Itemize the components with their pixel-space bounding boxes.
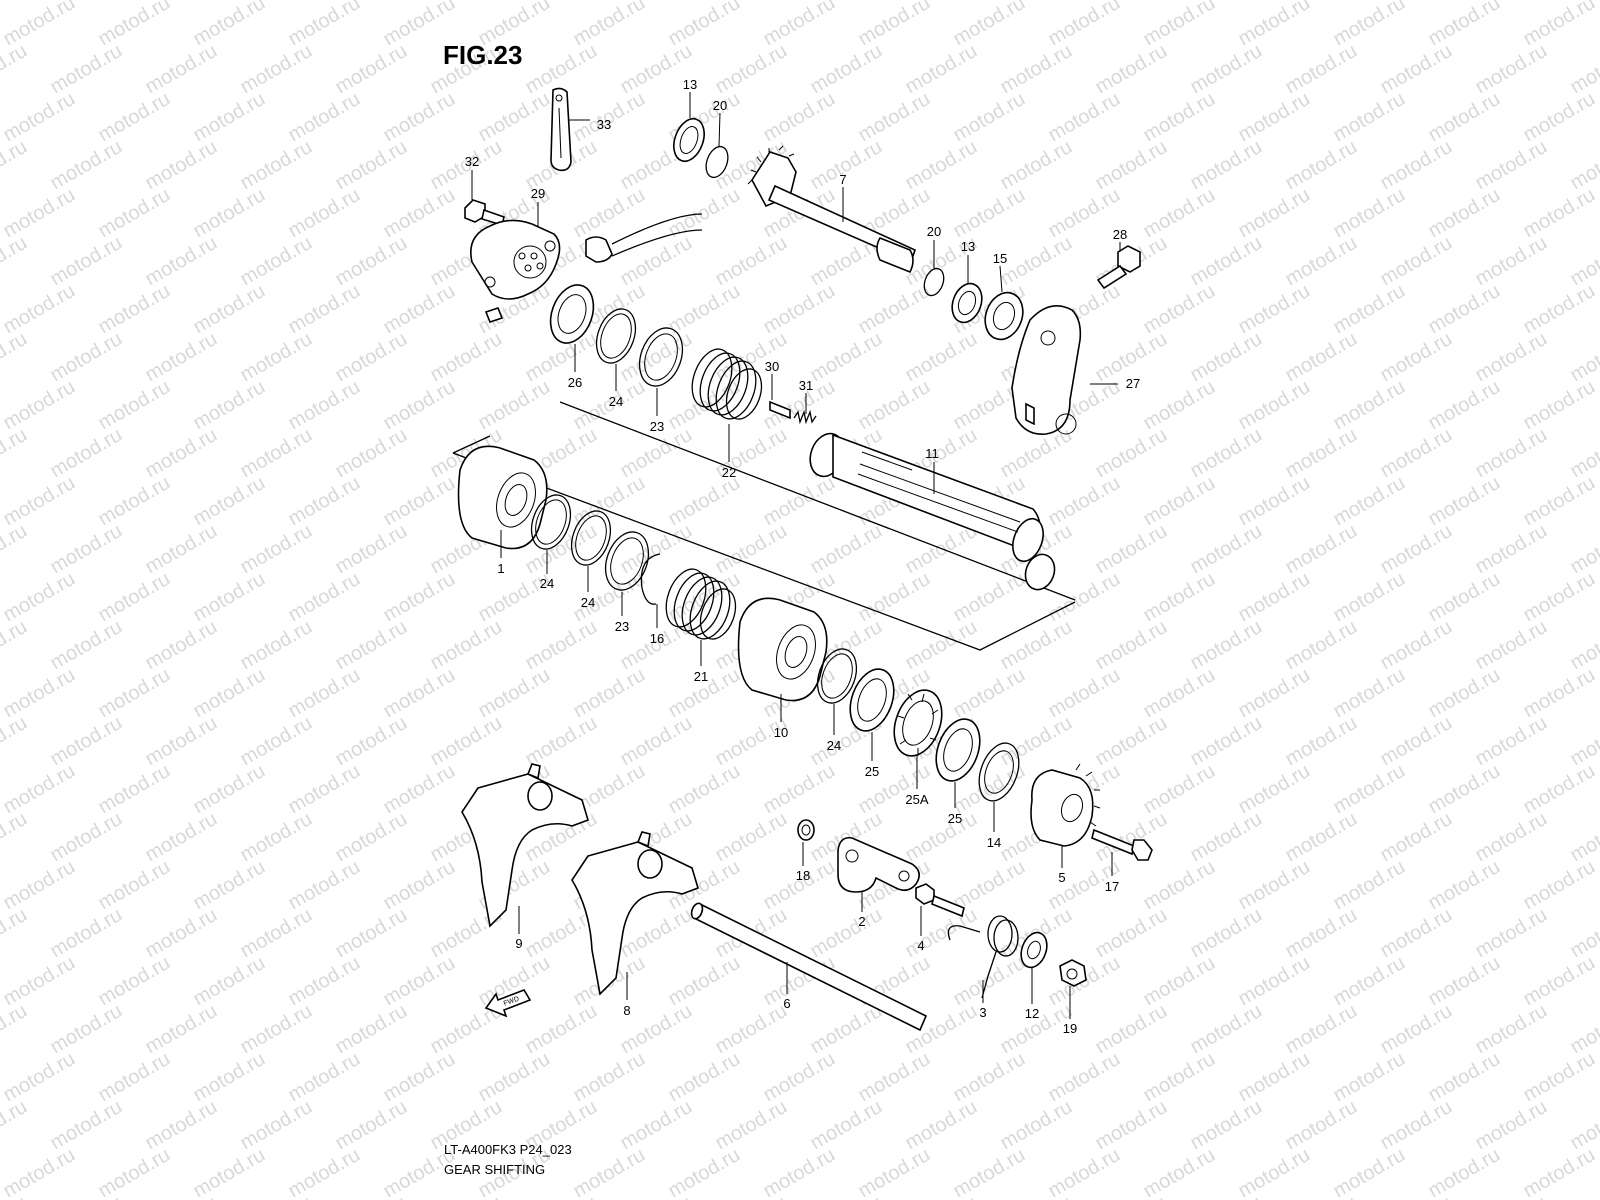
callout-c19: 19	[1063, 1021, 1077, 1036]
part-24-circlip-c	[570, 510, 612, 592]
callout-c24b: 24	[540, 576, 554, 591]
callout-c13b: 13	[961, 239, 975, 254]
callout-c17: 17	[1105, 879, 1119, 894]
callout-c25A: 25A	[905, 792, 928, 807]
part-27-shift-cam-driven-arm	[1011, 304, 1118, 435]
part-4-bolt	[915, 883, 965, 936]
part-23-washer-b	[604, 531, 650, 616]
part-2-cam-stopper-lever	[837, 836, 920, 912]
callout-c25a: 25	[865, 764, 879, 779]
part-7-gearshift-shaft	[747, 145, 916, 274]
part-25-washer-a	[849, 668, 895, 761]
part-13-washer-top	[673, 92, 705, 163]
callout-c24d: 24	[827, 738, 841, 753]
callout-c11: 11	[925, 446, 939, 461]
callout-c6: 6	[783, 996, 790, 1011]
part-31-spring-small	[793, 393, 817, 425]
part-10-cam-stopper	[737, 597, 828, 722]
section-name: GEAR SHIFTING	[444, 1162, 546, 1177]
callout-c2: 2	[858, 914, 865, 929]
figure-title: FIG.23	[443, 40, 523, 70]
callout-c31: 31	[799, 378, 813, 393]
part-29-gear-position-sensor	[470, 202, 703, 323]
part-9-gearshift-fork	[461, 763, 589, 934]
callout-c29: 29	[531, 186, 545, 201]
callout-c32: 32	[465, 154, 479, 169]
callout-c5: 5	[1058, 870, 1065, 885]
callout-c1: 1	[497, 561, 504, 576]
part-13-washer-right	[951, 255, 983, 324]
callout-c27: 27	[1126, 376, 1140, 391]
callout-c14: 14	[987, 835, 1001, 850]
part-24-circlip-b	[530, 494, 572, 574]
part-22-spring	[691, 348, 763, 462]
part-6-fork-shaft	[690, 902, 928, 1032]
callout-c26: 26	[568, 375, 582, 390]
part-25-washer-b	[935, 718, 981, 808]
part-20-circlip-right	[923, 240, 945, 297]
callout-c21: 21	[694, 669, 708, 684]
callout-c24a: 24	[609, 394, 623, 409]
model-code: LT-A400FK3 P24_023	[444, 1142, 572, 1157]
callout-c23a: 23	[650, 419, 664, 434]
part-33-bracket	[550, 87, 590, 172]
callout-c20b: 20	[927, 224, 941, 239]
part-30-pin	[769, 374, 791, 420]
callout-c30: 30	[765, 359, 779, 374]
callout-c15: 15	[993, 251, 1007, 266]
part-19-nut	[1059, 959, 1087, 1019]
part-20-circlip-top	[705, 112, 729, 179]
callout-c13a: 13	[683, 77, 697, 92]
part-12-washer	[1020, 931, 1048, 1004]
part-3-return-spring	[947, 915, 1019, 1003]
callout-labels: 3332291320720131528272624233031221112424…	[465, 77, 1140, 1036]
callout-c25b: 25	[948, 811, 962, 826]
part-25a-bearing	[893, 689, 943, 789]
callout-c4: 4	[917, 938, 924, 953]
part-23-washer-a	[638, 327, 684, 416]
callout-c24c: 24	[581, 595, 595, 610]
part-18-washer	[797, 819, 815, 866]
part-28-bolt	[1096, 242, 1141, 290]
part-24-circlip-a	[595, 308, 637, 391]
part-16-snap-ring	[640, 553, 661, 628]
part-5-cam-driven-gear	[1030, 763, 1101, 868]
callout-c7: 7	[839, 172, 846, 187]
callout-c33: 33	[597, 117, 611, 132]
callout-c16: 16	[650, 631, 664, 646]
assembly-boundary	[452, 401, 1076, 651]
callout-c9: 9	[515, 936, 522, 951]
part-1-cam-stopper	[457, 445, 548, 558]
part-26-washer	[549, 284, 595, 372]
part-14-washer	[978, 742, 1020, 832]
part-8-gearshift-fork	[571, 831, 699, 1000]
fwd-direction-arrow: FWD	[484, 989, 532, 1018]
part-24-circlip-d	[816, 648, 858, 735]
part-21-spring	[665, 568, 737, 666]
callout-c3: 3	[979, 1005, 986, 1020]
callout-c8: 8	[623, 1003, 630, 1018]
part-15-oil-seal	[984, 265, 1024, 341]
callout-c18: 18	[796, 868, 810, 883]
callout-c12: 12	[1025, 1006, 1039, 1021]
part-32-bolt	[464, 170, 505, 227]
callout-c22: 22	[722, 465, 736, 480]
callout-c10: 10	[774, 725, 788, 740]
callout-c20a: 20	[713, 98, 727, 113]
part-11-gearshift-cam	[809, 432, 1056, 591]
callout-c23b: 23	[615, 619, 629, 634]
callout-c28: 28	[1113, 227, 1127, 242]
part-17-bolt	[1091, 828, 1153, 876]
